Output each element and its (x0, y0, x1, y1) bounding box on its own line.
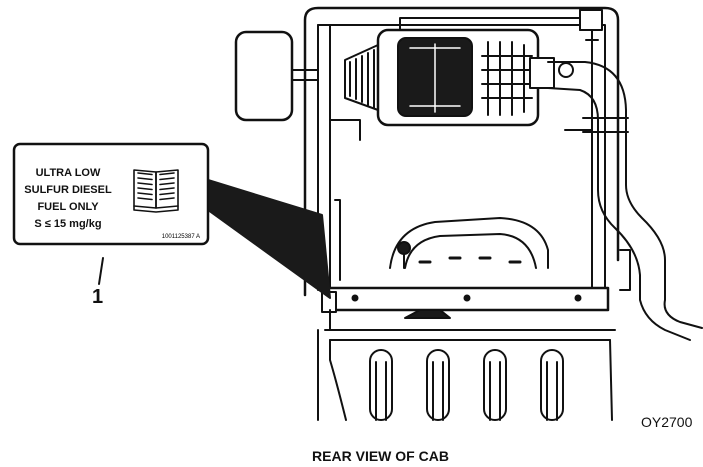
callout-number: 1 (92, 286, 104, 308)
book-icon (133, 169, 179, 213)
figure-id: OY2700 (641, 414, 693, 430)
cab-frame (303, 6, 620, 297)
air-cleaner (344, 9, 603, 127)
decal-line-4: S ≤ 15 mg/kg (34, 218, 101, 230)
decal-line-1: ULTRA LOW (36, 167, 101, 179)
figure-caption: REAR VIEW OF CAB (312, 448, 449, 464)
decal-text: ULTRA LOW SULFUR DIESEL FUEL ONLY S ≤ 15… (24, 167, 200, 240)
intake-pipe (547, 61, 703, 341)
fuel-tank (317, 309, 616, 421)
decal-line-3: FUEL ONLY (37, 201, 99, 213)
decal-part-number: 1001125387 A (162, 234, 200, 240)
decal-line-2: SULFUR DIESEL (24, 184, 112, 196)
rear-crossbar (321, 286, 610, 331)
callout-leader (98, 257, 104, 285)
operator-seat (389, 217, 549, 269)
decal-pointer (207, 179, 331, 299)
fuel-decal (12, 142, 210, 246)
